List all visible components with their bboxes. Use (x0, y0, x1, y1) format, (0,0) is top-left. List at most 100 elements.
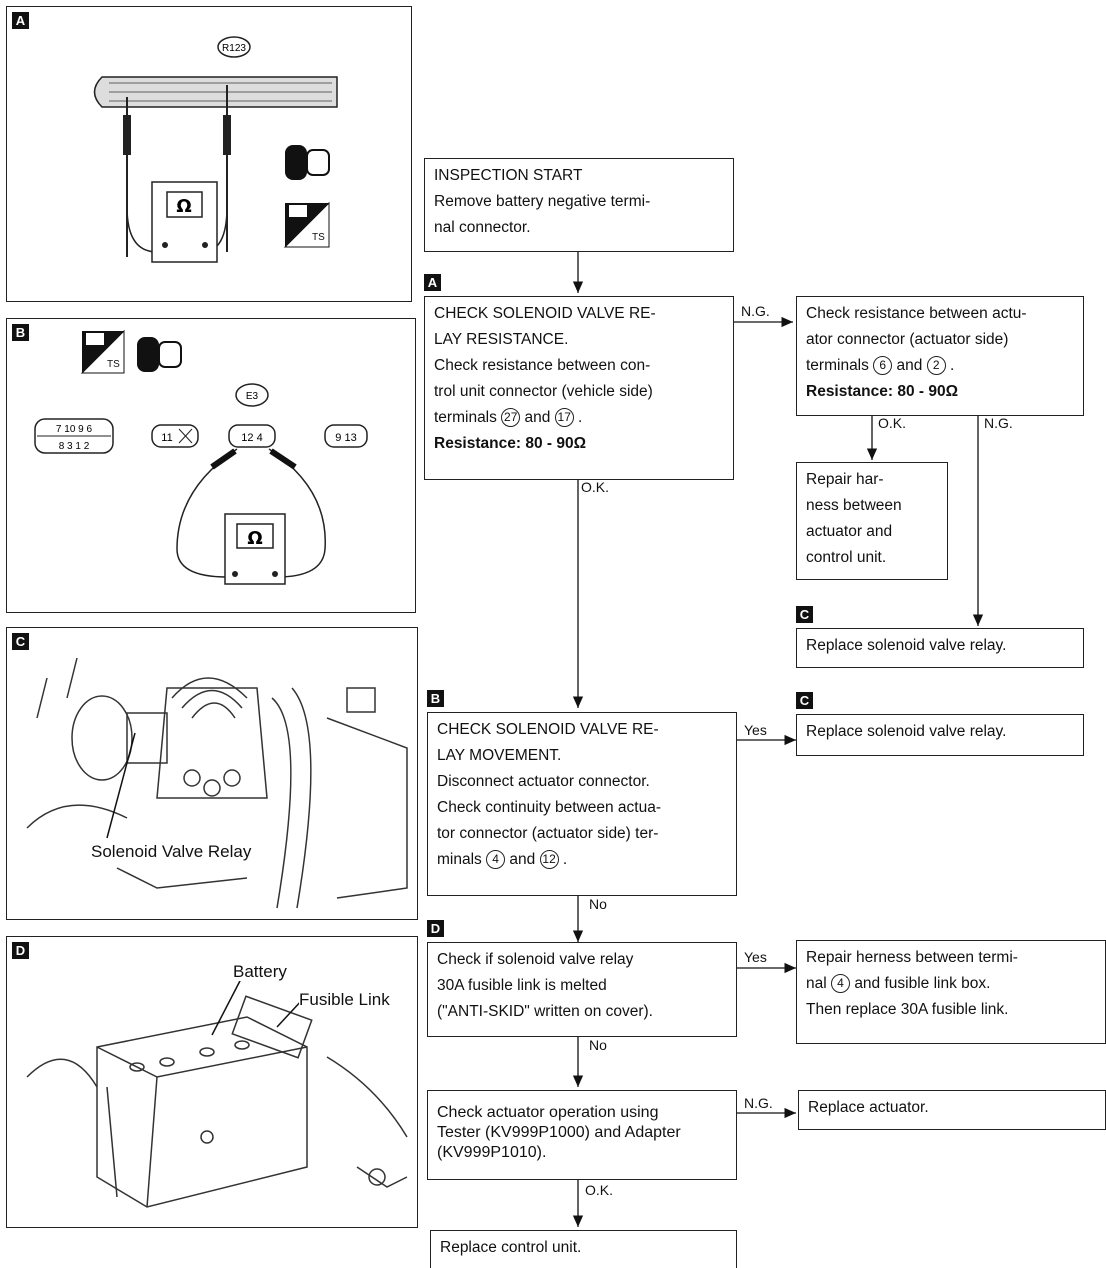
check-actuator-resistance-box: Check resistance between actu- ator conn… (796, 296, 1084, 416)
disconnect-icon (285, 145, 330, 180)
terminals-word: terminals (806, 357, 869, 374)
panel-d: D Battery Fusible Link (6, 936, 418, 1228)
battery-illustration (26, 976, 408, 1208)
solenoid-valve-relay-caption: Solenoid Valve Relay (91, 842, 252, 861)
pins-top: 7 10 9 6 (56, 424, 93, 435)
step-d-line-2: 30A fusible link is melted (437, 977, 607, 994)
step-a-spec-line: Resistance: 80 - 90Ω (434, 431, 724, 457)
terminal-4: 4 (486, 850, 506, 870)
step-b-line-1: Disconnect actuator connector. (437, 773, 650, 790)
actuator-op-line-3: (KV999P1010). (437, 1144, 547, 1161)
replace-relay-1-text: Replace solenoid valve relay. (806, 637, 1007, 654)
replace-control-unit-box: Replace control unit. (430, 1230, 737, 1268)
repair-line-1: Repair har- (806, 471, 884, 488)
terminal-27: 27 (501, 408, 521, 428)
yes-label-1: Yes (743, 722, 768, 738)
panel-b-tag: B (12, 324, 29, 341)
replace-relay-2-tag: C (796, 692, 813, 709)
step-b-tag: B (427, 690, 444, 707)
ok-label-3: O.K. (584, 1182, 615, 1198)
replace-relay-2-text: Replace solenoid valve relay. (806, 723, 1007, 740)
no-label-1: No (588, 896, 608, 912)
connector-id-label: R123 (222, 43, 246, 54)
connector-e3-label: E3 (246, 391, 259, 402)
step-a-title-1: CHECK SOLENOID VALVE RE- (434, 305, 656, 322)
connector-resistance-illustration: R123 Ω TS (93, 36, 338, 263)
step-a-line-1: Check resistance between con- (434, 357, 651, 374)
replace-relay-1-tag: C (796, 606, 813, 623)
start-title: INSPECTION START (434, 167, 583, 184)
panel-d-tag: D (12, 942, 29, 959)
step-b-line-2: Check continuity between actua- (437, 799, 662, 816)
ignition-switch-icon: TS (283, 201, 330, 248)
ok-label-1: O.K. (877, 415, 908, 431)
pins-bottom: 8 3 1 2 (59, 441, 90, 452)
step-a-tag: A (424, 274, 441, 291)
herness-line-2-post: and fusible link box. (854, 975, 991, 992)
start-line-1: Remove battery negative termi- (434, 193, 651, 210)
start-line-2: nal connector. (434, 219, 531, 236)
herness-line-3: Then replace 30A fusible link. (806, 1001, 1009, 1018)
step-b-title-2: LAY MOVEMENT. (437, 747, 562, 764)
panel-b: B TS E3 7 10 9 6 8 3 1 2 11 12 4 9 13 Ω (6, 318, 416, 613)
replace-actuator-text: Replace actuator. (808, 1099, 929, 1116)
and-word: and (509, 851, 536, 868)
ohm-symbol-b: Ω (247, 528, 262, 549)
step-b-title-1: CHECK SOLENOID VALVE RE- (437, 721, 659, 738)
and-word: and (896, 357, 923, 374)
herness-line-1: Repair herness between termi- (806, 949, 1018, 966)
panel-c-tag: C (12, 633, 29, 650)
ng-spec-line: Resistance: 80 - 90Ω (806, 379, 1074, 405)
fusible-link-caption: Fusible Link (299, 990, 390, 1009)
ng-spec: Resistance: 80 - 90Ω (806, 383, 959, 400)
step-a-spec: Resistance: 80 - 90Ω (434, 435, 587, 452)
herness-line-2: nal 4 and fusible link box. (806, 971, 1096, 997)
battery-caption: Battery (233, 962, 287, 981)
icon-badge-a: TS (312, 232, 325, 243)
check-actuator-operation-box: Check actuator operation using Tester (K… (427, 1090, 737, 1180)
terminal-4b: 4 (831, 974, 850, 994)
replace-actuator-box: Replace actuator. (798, 1090, 1106, 1130)
repair-line-2: ness between (806, 497, 902, 514)
pin-right: 9 13 (335, 432, 356, 444)
terminals-word: terminals (434, 409, 497, 426)
ohm-symbol: Ω (176, 196, 191, 217)
step-d-tag: D (427, 920, 444, 937)
terminal-17: 17 (554, 408, 574, 428)
no-label-2: No (588, 1037, 608, 1053)
engine-bay-illustration (26, 657, 408, 909)
repair-harness-box: Repair har- ness between actuator and co… (796, 462, 948, 580)
repair-line-3: actuator and (806, 523, 893, 540)
replace-relay-box-1: Replace solenoid valve relay. (796, 628, 1084, 668)
repair-herness-box: Repair herness between termi- nal 4 and … (796, 940, 1106, 1044)
check-fusible-link-box: Check if solenoid valve relay 30A fusibl… (427, 942, 737, 1037)
check-relay-movement-box: CHECK SOLENOID VALVE RE- LAY MOVEMENT. D… (427, 712, 737, 896)
actuator-connector-illustration: TS E3 7 10 9 6 8 3 1 2 11 12 4 9 13 Ω (34, 329, 368, 585)
ng-label-3: N.G. (743, 1095, 774, 1111)
ng-label-2: N.G. (983, 415, 1014, 431)
yes-label-2: Yes (743, 949, 768, 965)
ignition-switch-icon: TS (80, 329, 125, 374)
step-d-line-3: ("ANTI-SKID" written on cover). (437, 1003, 653, 1020)
replace-cu-text: Replace control unit. (440, 1239, 582, 1256)
replace-relay-box-2: Replace solenoid valve relay. (796, 714, 1084, 756)
panel-a-tag: A (12, 12, 29, 29)
step-d-line-1: Check if solenoid valve relay (437, 951, 634, 968)
step-a-title-2: LAY RESISTANCE. (434, 331, 569, 348)
icon-badge-b: TS (107, 359, 120, 370)
disconnect-icon (137, 337, 182, 372)
pin-mid: 12 4 (241, 432, 262, 444)
and-word: and (524, 409, 551, 426)
ng-line-1: Check resistance between actu- (806, 305, 1027, 322)
panel-c: C Solenoid Valve Relay (6, 627, 418, 920)
minals-word: minals (437, 851, 482, 868)
ok-label-2: O.K. (580, 479, 611, 495)
step-b-line-3: tor connector (actuator side) ter- (437, 825, 659, 842)
terminal-2: 2 (926, 356, 946, 376)
check-relay-resistance-box: CHECK SOLENOID VALVE RE- LAY RESISTANCE.… (424, 296, 734, 480)
terminal-6: 6 (873, 356, 893, 376)
nal-word: nal (806, 975, 827, 992)
ng-label-1: N.G. (740, 303, 771, 319)
pin-x: 11 (161, 432, 172, 444)
